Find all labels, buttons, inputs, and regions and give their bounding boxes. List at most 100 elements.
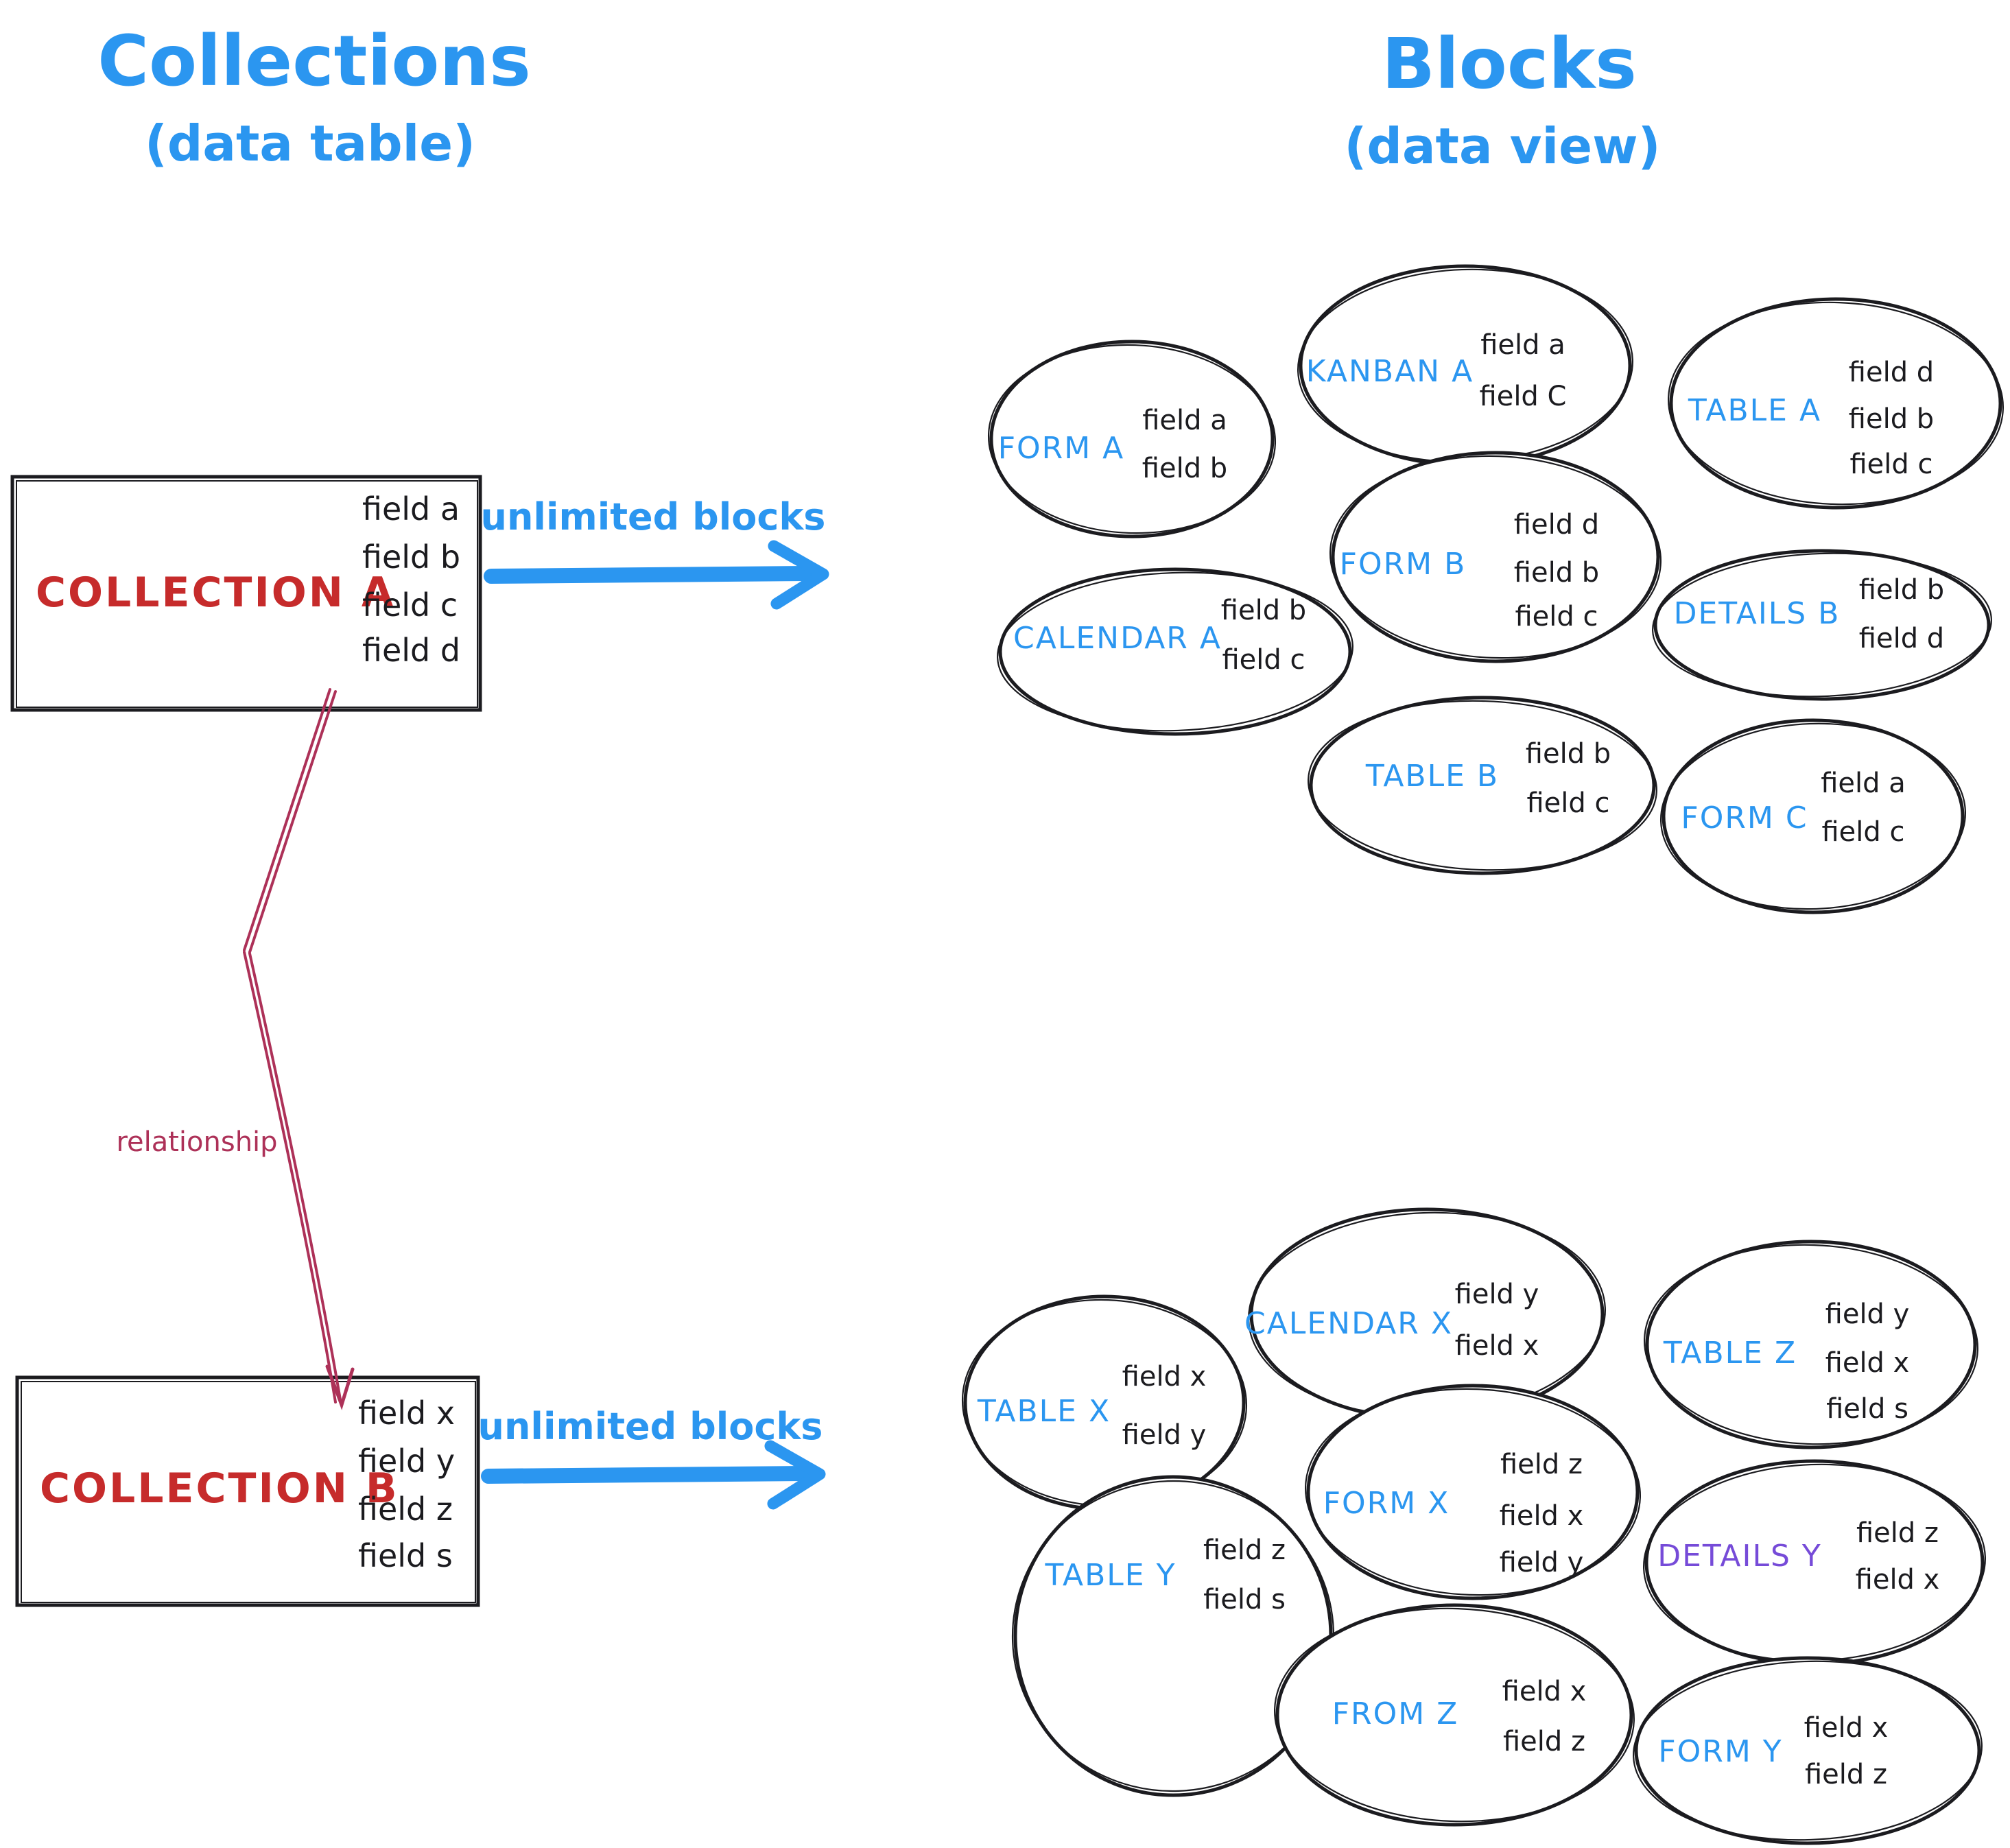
block-field: field b	[1526, 738, 1611, 770]
block-label: FROM Z	[1332, 1696, 1459, 1731]
collection-b-name: COLLECTION B	[40, 1465, 399, 1513]
block-field: field a	[1480, 329, 1565, 361]
block-field: field c	[1526, 787, 1609, 819]
block-field: field x	[1455, 1330, 1539, 1362]
block-field: field C	[1480, 381, 1567, 412]
block-field: field b	[1849, 403, 1934, 435]
block-field: field a	[1821, 768, 1906, 799]
collection-b-rect	[15, 1375, 480, 1607]
block-form-c: FORM C field a field c	[1659, 718, 1967, 914]
block-ellipse-sketch	[1659, 722, 1967, 910]
block-field: field y	[1455, 1279, 1539, 1310]
block-field: field d	[1849, 357, 1934, 388]
block-field: field x	[1500, 1500, 1584, 1532]
block-field: field x	[1804, 1712, 1889, 1744]
block-label: TABLE Y	[1045, 1558, 1177, 1593]
arrow-shaft	[481, 1466, 810, 1484]
unlimited-blocks-arrow-top: unlimited blocks	[481, 495, 829, 610]
block-ellipse-sketch	[1011, 1480, 1335, 1792]
block-ellipse	[989, 340, 1275, 538]
block-label: FORM X	[1323, 1486, 1450, 1521]
block-ellipse	[1634, 1656, 1981, 1845]
relationship-arrow-head-icon	[325, 1364, 355, 1410]
block-field: field y	[1500, 1547, 1584, 1578]
block-ellipse	[1662, 718, 1965, 914]
block-label: FORM Y	[1658, 1734, 1782, 1769]
unlimited-blocks-label-top: unlimited blocks	[481, 495, 826, 538]
relationship-line	[248, 690, 337, 953]
block-field: field s	[1826, 1393, 1908, 1425]
arrow-head-icon	[764, 1440, 826, 1510]
block-field: field z	[1503, 1726, 1585, 1757]
collection-b-field: field x	[358, 1395, 455, 1432]
block-label: FORM B	[1340, 547, 1467, 582]
collection-a-rect-sketch	[16, 480, 478, 708]
block-ellipse	[1306, 1384, 1640, 1600]
collection-b-rect-sketch	[21, 1381, 476, 1603]
collection-b-field: field s	[358, 1537, 453, 1574]
block-field: field c	[1849, 449, 1932, 480]
block-ellipse-sketch	[1643, 1244, 1979, 1445]
block-form-y: FORM Y field x field z	[1633, 1656, 1983, 1845]
block-field: field x	[1856, 1564, 1940, 1596]
relationship-line-sketch	[243, 688, 331, 951]
block-table-y: TABLE Y field z field s	[1011, 1475, 1335, 1797]
block-field: field c	[1222, 644, 1305, 676]
block-label: TABLE Z	[1663, 1336, 1797, 1371]
block-field: field y	[1825, 1299, 1910, 1330]
collection-a-field: field a	[362, 490, 460, 528]
relationship-line-sketch	[243, 951, 337, 1403]
unlimited-blocks-arrow-bottom: unlimited blocks	[478, 1405, 826, 1510]
arrow-shaft	[484, 566, 814, 584]
relationship-arrow: relationship	[116, 688, 355, 1410]
block-field: field c	[1821, 816, 1904, 848]
block-field: field c	[1515, 601, 1598, 632]
block-table-x: TABLE X field x field y	[961, 1294, 1248, 1511]
block-kanban-a: KANBAN A field a field C	[1297, 264, 1634, 467]
block-field: field b	[1221, 595, 1306, 626]
block-label: DETAILS Y	[1657, 1539, 1822, 1574]
block-form-b: FORM B field d field b field c	[1329, 451, 1662, 663]
block-ellipse	[1645, 1240, 1977, 1449]
block-table-z: TABLE Z field y field x field s	[1643, 1240, 1979, 1449]
block-label: FORM A	[998, 431, 1125, 466]
block-calendar-x: CALENDAR X field y field x	[1244, 1207, 1606, 1421]
block-label: FORM C	[1681, 801, 1808, 836]
block-field: field b	[1142, 453, 1227, 484]
unlimited-blocks-label-bottom: unlimited blocks	[478, 1405, 823, 1448]
block-ellipse-sketch	[1667, 301, 2005, 506]
block-label: CALENDAR A	[1013, 621, 1222, 656]
block-field: field b	[1514, 557, 1599, 589]
collections-subtitle: (data table)	[145, 115, 475, 172]
blocks-subtitle: (data view)	[1345, 117, 1661, 175]
block-calendar-a: CALENDAR A field b field c	[997, 567, 1353, 736]
block-field: field b	[1859, 574, 1944, 606]
collection-a-rect	[10, 475, 482, 712]
block-label: TABLE A	[1688, 393, 1821, 428]
collection-b-field: field z	[358, 1491, 453, 1528]
collection-a-field: field c	[362, 587, 458, 624]
block-ellipse-sketch	[1329, 455, 1662, 659]
arrow-head-icon	[768, 540, 829, 610]
block-field: field s	[1203, 1584, 1286, 1615]
block-field: field d	[1514, 509, 1599, 541]
block-from-z: FROM Z field x field z	[1274, 1603, 1635, 1827]
block-field: field z	[1203, 1535, 1286, 1566]
block-ellipse-sketch	[1308, 700, 1657, 871]
block-ellipse-sketch	[1304, 1388, 1642, 1596]
relationship-line	[248, 952, 342, 1405]
block-field: field d	[1859, 623, 1944, 654]
collection-a-box: COLLECTION A field a field b field c fie…	[10, 475, 482, 712]
block-label: DETAILS B	[1674, 596, 1841, 631]
block-ellipse	[1309, 696, 1656, 875]
collection-a-name: COLLECTION A	[36, 569, 395, 617]
collection-a-field: field d	[362, 632, 460, 669]
block-field: field z	[1805, 1759, 1887, 1790]
block-details-b: DETAILS B field b field d	[1652, 549, 1992, 701]
block-field: field z	[1500, 1449, 1583, 1480]
block-ellipse-sketch	[1274, 1607, 1635, 1823]
block-ellipse	[1275, 1603, 1633, 1827]
collection-b-box: COLLECTION B field x field y field z fie…	[15, 1375, 480, 1607]
block-label: KANBAN A	[1306, 354, 1474, 389]
